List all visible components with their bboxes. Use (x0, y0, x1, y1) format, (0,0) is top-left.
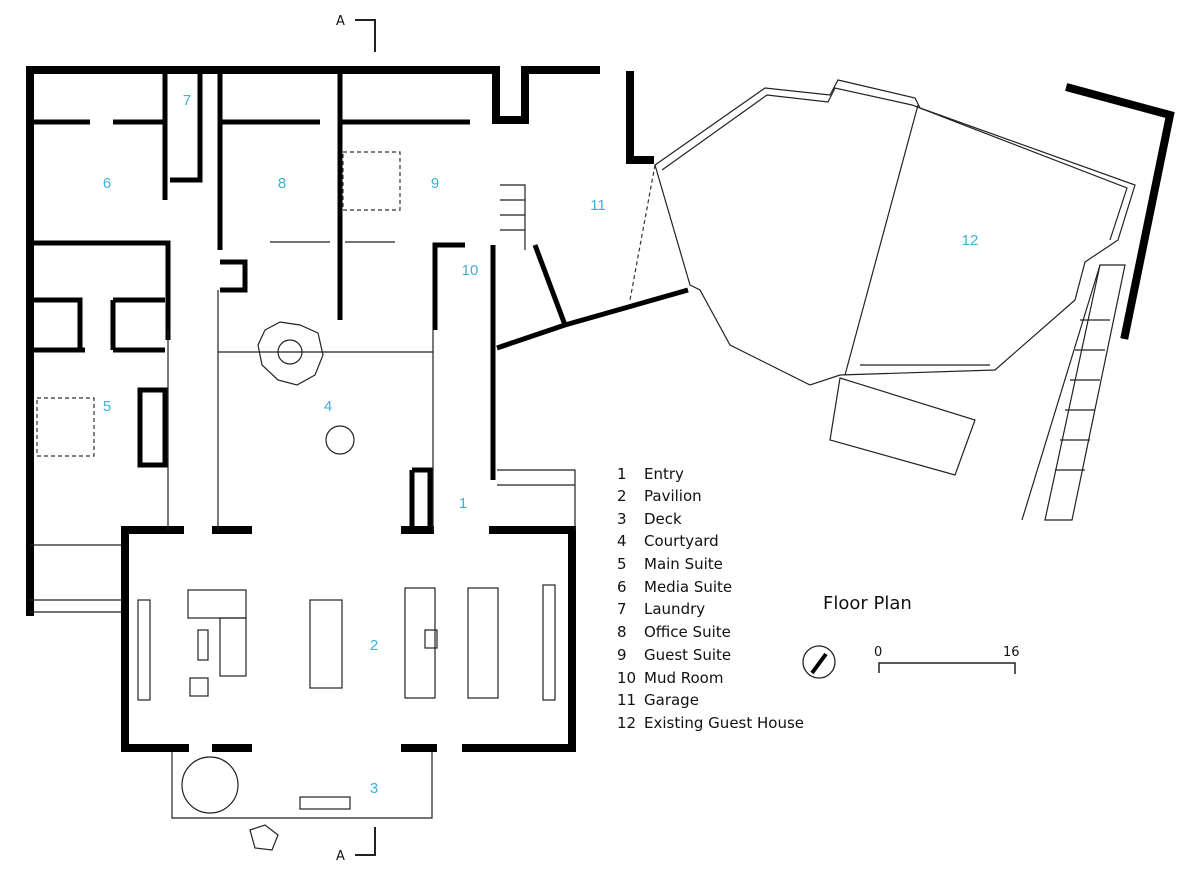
legend-number: 6 (617, 578, 627, 596)
section-marker-top: A (336, 14, 376, 52)
legend-item: 5 Main Suite (617, 555, 723, 573)
legend-number: 4 (617, 532, 627, 550)
room-label-mud-room: 10 (462, 262, 479, 279)
legend-label: Mud Room (644, 669, 723, 687)
section-marker-label: A (336, 849, 345, 864)
deck-outline (171, 752, 433, 851)
room-label-main-suite: 5 (103, 398, 111, 415)
legend-item: 8 Office Suite (617, 623, 731, 641)
legend-item: 7 Laundry (617, 600, 705, 618)
legend-item: 9 Guest Suite (617, 646, 731, 664)
room-label-garage: 11 (590, 197, 606, 214)
north-arrow-icon (802, 645, 836, 679)
legend-label: Entry (644, 465, 684, 483)
legend-label: Guest Suite (644, 646, 731, 664)
legend-item: 11 Garage (617, 691, 699, 709)
legend-item: 3 Deck (617, 510, 682, 528)
scale-start: 0 (874, 645, 882, 660)
room-label-deck: 3 (370, 780, 378, 797)
legend-number: 1 (617, 465, 627, 483)
interior-walls (33, 68, 689, 530)
exterior-walls (26, 66, 654, 752)
legend-number: 11 (617, 691, 636, 709)
legend-number: 5 (617, 555, 627, 573)
pavilion-furniture (137, 584, 556, 701)
legend-item: 10 Mud Room (617, 669, 723, 687)
bed-main-suite (36, 397, 95, 457)
legend-item: 1 Entry (617, 465, 684, 483)
existing-guest-house (654, 79, 1175, 521)
room-label-guest-house: 12 (962, 232, 979, 249)
room-label-media-suite: 6 (103, 175, 111, 192)
scale-end: 16 (1003, 645, 1020, 660)
legend-label: Laundry (644, 600, 705, 618)
legend-number: 9 (617, 646, 627, 664)
legend-label: Main Suite (644, 555, 723, 573)
legend-item: 2 Pavilion (617, 487, 702, 505)
bed-guest-suite (342, 151, 401, 211)
room-label-pavilion: 2 (370, 637, 378, 654)
legend-number: 2 (617, 487, 627, 505)
room-label-guest-suite: 9 (431, 175, 439, 192)
legend-item: 12 Existing Guest House (617, 714, 804, 732)
legend-number: 8 (617, 623, 627, 641)
scale-bar: 0 16 (874, 645, 1020, 674)
courtyard-tree (257, 321, 355, 455)
legend-number: 10 (617, 669, 636, 687)
section-marker-label: A (336, 14, 345, 29)
plan-title: Floor Plan (823, 593, 912, 614)
entry-steps (497, 469, 576, 530)
legend-number: 12 (617, 714, 636, 732)
room-label-courtyard: 4 (324, 398, 332, 415)
legend-number: 7 (617, 600, 627, 618)
legend: 1 Entry 2 Pavilion 3 Deck 4 Courtyard 5 Main … (617, 465, 804, 732)
legend-label: Garage (644, 691, 699, 709)
legend-label: Courtyard (644, 532, 719, 550)
section-marker-bottom: A (336, 827, 376, 864)
legend-label: Pavilion (644, 487, 702, 505)
garage-steps (500, 184, 526, 250)
legend-label: Media Suite (644, 578, 732, 596)
room-label-laundry: 7 (183, 92, 191, 109)
room-label-entry: 1 (459, 495, 467, 512)
legend-label: Existing Guest House (644, 714, 804, 732)
legend-number: 3 (617, 510, 627, 528)
legend-item: 4 Courtyard (617, 532, 719, 550)
legend-item: 6 Media Suite (617, 578, 732, 596)
legend-label: Deck (644, 510, 682, 528)
room-label-office-suite: 8 (278, 175, 286, 192)
garage-door (629, 164, 656, 301)
legend-label: Office Suite (644, 623, 731, 641)
room-labels: 1 2 3 4 5 6 7 8 9 10 11 12 (103, 92, 979, 797)
